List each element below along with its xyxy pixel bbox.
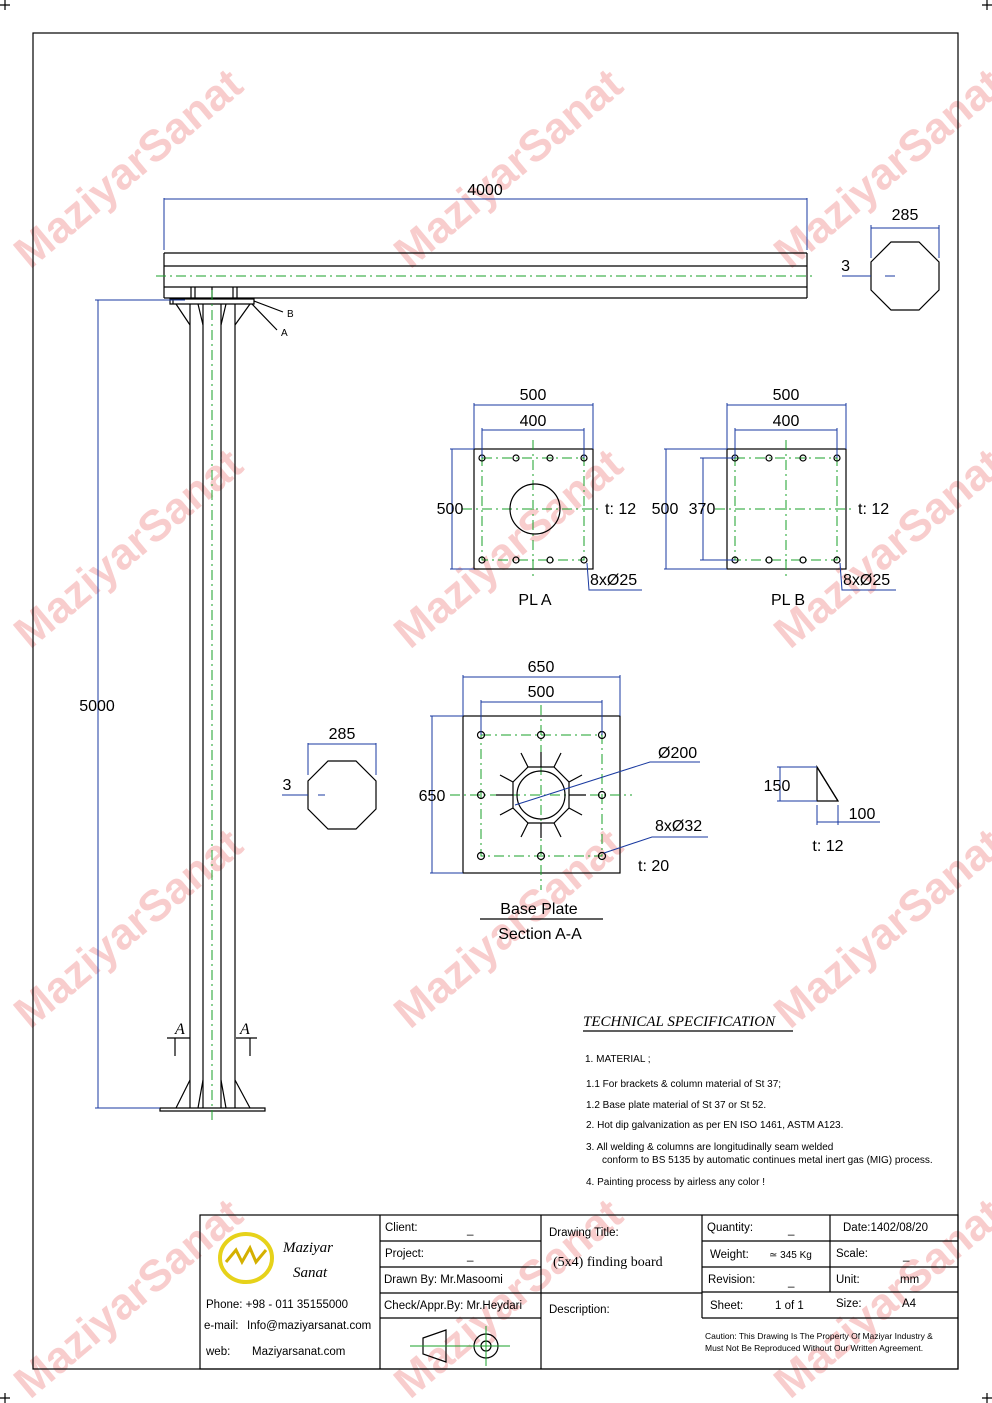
unit-label: Unit: <box>836 1274 860 1286</box>
client-label: Client: <box>385 1222 418 1234</box>
spec-line: conform to BS 5135 by automatic continue… <box>602 1155 933 1166</box>
plate-b: 500 400 500 370 t: 12 8xØ25 PL B <box>652 387 896 609</box>
spec-line: 3. All welding & columns are longitudina… <box>586 1142 833 1153</box>
sheet: 1 of 1 <box>775 1300 804 1312</box>
dim-plb-height: 500 <box>652 501 679 518</box>
drawing-title: (5x4) finding board <box>553 1255 663 1270</box>
web-label: web: <box>205 1346 230 1358</box>
dim-pla-inner: 400 <box>520 413 547 430</box>
base-plate: 650 500 650 Ø200 8xØ32 t: 20 Base Plate … <box>419 659 708 943</box>
projection-symbol <box>410 1326 510 1366</box>
dim-oct-left-width: 285 <box>329 726 356 743</box>
dim-gusset-h: 150 <box>764 778 791 795</box>
caution-line-1: Caution: This Drawing Is The Property Of… <box>705 1331 933 1341</box>
scale: _ <box>902 1250 910 1262</box>
weight-label: Weight: <box>710 1249 749 1261</box>
dim-pla-holes: 8xØ25 <box>590 572 637 589</box>
dim-pla-outer: 500 <box>520 387 547 404</box>
dim-beam-length: 4000 <box>467 182 503 199</box>
dim-center-hole: Ø200 <box>658 745 697 762</box>
drawn-by: Drawn By: Mr.Masoomi <box>384 1274 503 1286</box>
unit: mm <box>900 1274 919 1286</box>
scale-label: Scale: <box>836 1248 868 1260</box>
dim-oct-top-width: 285 <box>892 207 919 224</box>
dim-base-height: 650 <box>419 788 446 805</box>
dim-base-inner: 500 <box>528 684 555 701</box>
column-elevation: B A 5000 A A <box>79 287 294 1120</box>
date: Date:1402/08/20 <box>843 1222 928 1234</box>
dim-gusset-thk: t: 12 <box>812 838 843 855</box>
company-name-2: Sanat <box>293 1265 328 1281</box>
plate-a: 500 400 500 t: 12 8xØ25 PL A <box>437 387 642 609</box>
checked-by: Check/Appr.By: Mr.Heydari <box>384 1300 522 1312</box>
quantity: _ <box>787 1224 795 1236</box>
spec-line: 4. Painting process by airless any color… <box>586 1177 765 1188</box>
technical-specification: TECHNICAL SPECIFICATION 1. MATERIAL ; 1.… <box>583 1014 933 1188</box>
octagon-section-top: 285 3 <box>841 207 940 311</box>
project: _ <box>466 1250 474 1262</box>
dim-base-outer: 650 <box>528 659 555 676</box>
caution-line-2: Must Not Be Reproduced Without Our Writt… <box>705 1343 923 1353</box>
dim-column-height: 5000 <box>79 698 115 715</box>
revision-label: Revision: <box>708 1274 755 1286</box>
revision: _ <box>787 1276 795 1288</box>
client: _ <box>466 1224 474 1236</box>
dim-pla-height: 500 <box>437 501 464 518</box>
phone: Phone: +98 - 011 35155000 <box>206 1299 348 1311</box>
company-logo <box>218 1232 274 1284</box>
plb-title: PL B <box>771 592 805 609</box>
section-mark-right: A <box>239 1021 250 1038</box>
size-label: Size: <box>836 1298 862 1310</box>
email-label: e-mail: <box>204 1320 239 1332</box>
web: Maziyarsanat.com <box>252 1346 345 1358</box>
dim-plb-inner-height: 370 <box>689 501 716 518</box>
dim-oct-left-thk: 3 <box>283 777 292 794</box>
dim-base-holes: 8xØ32 <box>655 818 702 835</box>
sheet-label: Sheet: <box>710 1300 743 1312</box>
spec-line: 1.2 Base plate material of St 37 or St 5… <box>586 1100 766 1111</box>
drawing-title-label: Drawing Title: <box>549 1227 619 1239</box>
project-label: Project: <box>385 1248 424 1260</box>
watermark: MaziyarSanat <box>5 1189 252 1403</box>
dim-gusset-w: 100 <box>849 806 876 823</box>
pla-title: PL A <box>518 592 552 609</box>
dim-oct-top-thk: 3 <box>841 258 850 275</box>
octagon-section-left: 285 3 <box>282 726 377 830</box>
dim-plb-thk: t: 12 <box>858 501 889 518</box>
company-name-1: Maziyar <box>282 1240 333 1256</box>
dim-base-thk: t: 20 <box>638 858 669 875</box>
base-plate-title: Base Plate <box>500 901 577 918</box>
spec-line: 1.1 For brackets & column material of St… <box>586 1079 781 1090</box>
base-plate-subtitle: Section A-A <box>498 926 582 943</box>
dim-plb-inner: 400 <box>773 413 800 430</box>
dim-pla-thk: t: 12 <box>605 501 636 518</box>
description-label: Description: <box>549 1304 610 1316</box>
email: Info@maziyarsanat.com <box>247 1320 371 1332</box>
size: A4 <box>902 1298 917 1310</box>
watermark: MaziyarSanat <box>385 439 632 658</box>
label-a: A <box>281 328 288 339</box>
watermark: MaziyarSanat <box>5 59 252 278</box>
spec-line: 2. Hot dip galvanization as per EN ISO 1… <box>586 1120 843 1131</box>
title-block: Maziyar Sanat Phone: +98 - 011 35155000 … <box>199 1214 959 1370</box>
weight: ≃ 345 Kg <box>769 1250 812 1261</box>
gusset-detail: 150 100 t: 12 <box>764 764 880 855</box>
watermark: MaziyarSanat <box>5 439 252 658</box>
watermark: MaziyarSanat <box>5 819 252 1038</box>
watermark: MaziyarSanat <box>385 59 632 278</box>
dim-plb-holes: 8xØ25 <box>843 572 890 589</box>
spec-title: TECHNICAL SPECIFICATION <box>583 1014 776 1030</box>
section-mark-left: A <box>174 1021 185 1038</box>
beam-elevation: 4000 <box>156 182 815 299</box>
label-b: B <box>287 309 294 320</box>
quantity-label: Quantity: <box>707 1222 753 1234</box>
watermark: MaziyarSanat <box>385 1189 632 1403</box>
spec-line: 1. MATERIAL ; <box>585 1054 651 1065</box>
dim-plb-outer: 500 <box>773 387 800 404</box>
